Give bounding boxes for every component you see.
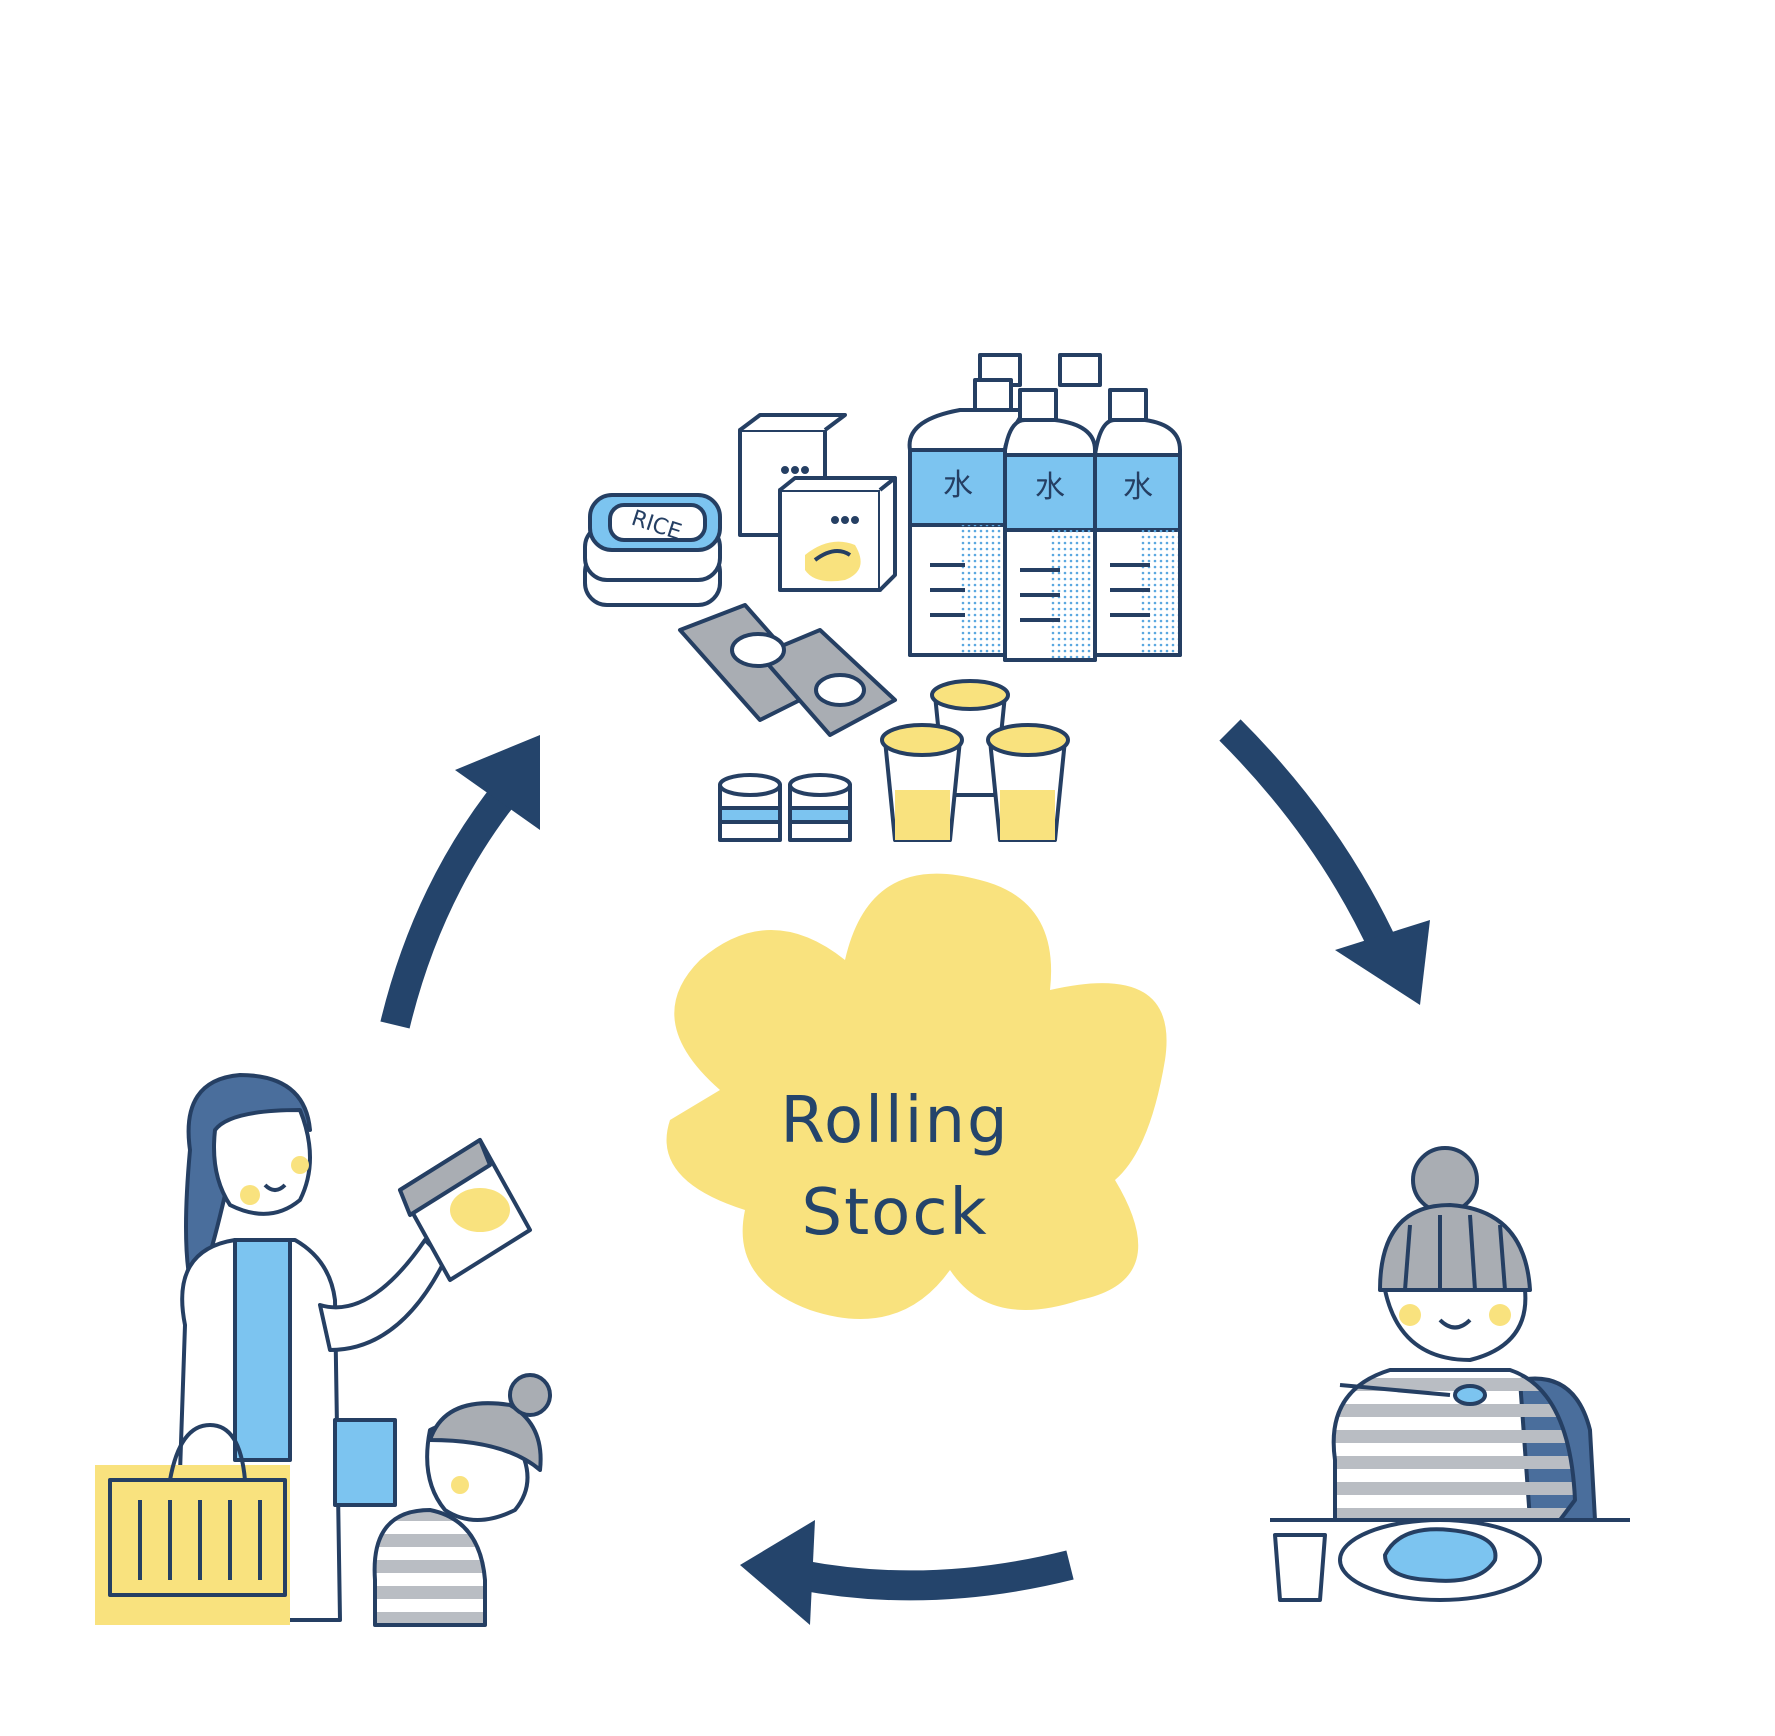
retort-pouches — [678, 603, 897, 737]
arrow-bottom-left — [740, 1520, 1074, 1625]
canned-goods — [718, 773, 852, 842]
arrow-right-down — [1219, 719, 1430, 1005]
water-label-2: 水 — [1035, 470, 1065, 505]
shopping-family-illustration — [95, 1073, 552, 1627]
title-line-1: Rolling — [780, 1084, 1010, 1158]
arrow-left-up — [380, 735, 540, 1029]
rice-packs — [583, 493, 722, 607]
rolling-stock-title: Rolling Stock — [735, 1075, 1055, 1259]
stockpile-illustration: 水 水 水 RICE — [583, 353, 1182, 842]
water-label-3: 水 — [1123, 470, 1153, 505]
water-bottles — [907, 353, 1182, 662]
eating-child-illustration — [1270, 1146, 1630, 1602]
water-label-1: 水 — [943, 468, 973, 503]
title-line-2: Stock — [801, 1176, 989, 1250]
food-boxes — [738, 413, 897, 592]
center-flower-bubble — [666, 873, 1167, 1319]
cup-foods — [880, 679, 1070, 842]
